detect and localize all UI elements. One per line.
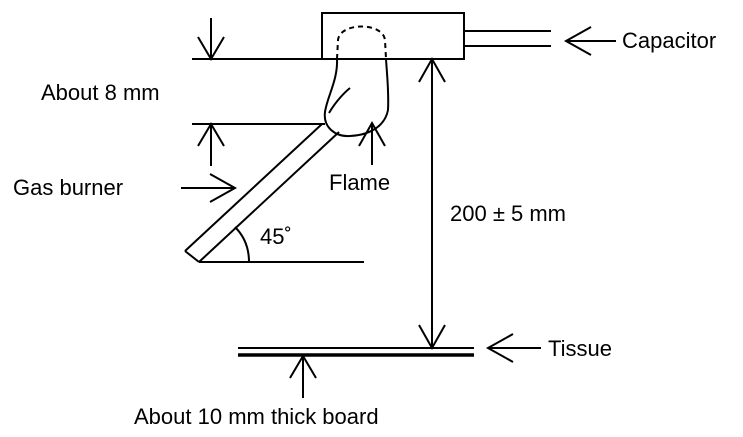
board-arrow bbox=[289, 354, 317, 398]
tissue-arrow bbox=[485, 333, 541, 363]
capacitor-body bbox=[321, 12, 465, 60]
gas-burner-tube bbox=[184, 123, 340, 263]
capacitor-arrow bbox=[563, 26, 616, 56]
dimension-8mm bbox=[192, 18, 338, 166]
dimension-200mm bbox=[418, 56, 446, 351]
label-tissue: Tissue bbox=[548, 336, 612, 361]
flame-arrow bbox=[358, 120, 386, 165]
angle-arc bbox=[234, 226, 250, 263]
label-board: About 10 mm thick board bbox=[134, 404, 379, 429]
flame-outline bbox=[323, 58, 390, 138]
label-angle: 45˚ bbox=[260, 224, 292, 249]
flame-inner-curve bbox=[328, 87, 351, 114]
label-capacitor: Capacitor bbox=[622, 28, 716, 53]
label-gas-burner: Gas burner bbox=[13, 175, 123, 200]
label-flame: Flame bbox=[329, 170, 390, 195]
flame-tip-dashed bbox=[336, 25, 387, 60]
gas-burner-arrow bbox=[181, 173, 238, 203]
label-distance: 200 ± 5 mm bbox=[450, 201, 566, 226]
label-about-8mm: About 8 mm bbox=[41, 80, 160, 105]
